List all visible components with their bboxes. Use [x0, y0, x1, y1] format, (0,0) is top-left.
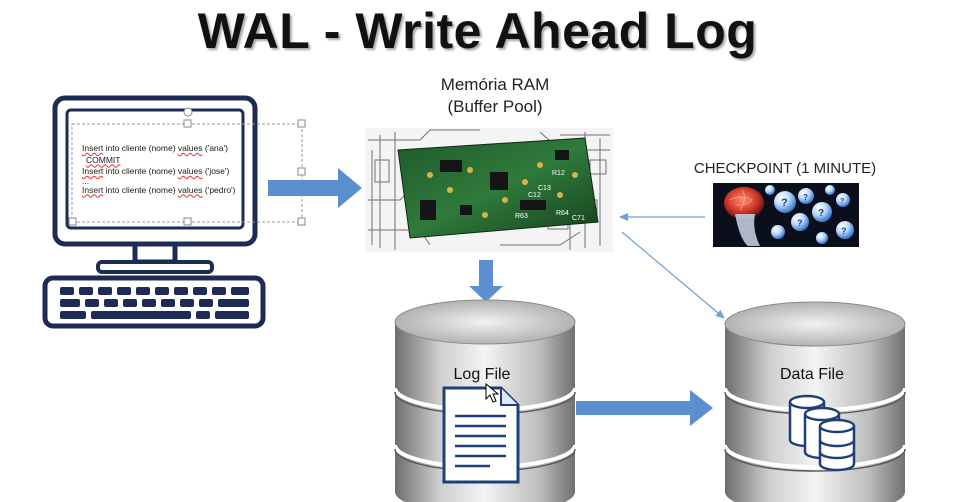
sql-value: ('pedro'): [202, 184, 236, 195]
svg-text:?: ?: [797, 218, 803, 228]
data-file-database: [723, 301, 907, 502]
sql-text: into cliente (nome): [103, 184, 178, 195]
computer-monitor: [52, 95, 306, 274]
svg-text:R63: R63: [515, 213, 528, 220]
sql-keyword: Insert: [82, 166, 104, 176]
svg-text:?: ?: [841, 226, 847, 236]
sql-line-5: Insert into cliente (nome) values ('pedr…: [82, 185, 236, 197]
svg-text:R64: R64: [556, 210, 569, 217]
svg-text:?: ?: [803, 193, 808, 202]
svg-text:C71: C71: [572, 215, 585, 222]
database-stack-icon: [788, 394, 856, 472]
sql-line-4: ...: [82, 175, 236, 186]
svg-text:?: ?: [818, 208, 824, 219]
sql-line-2: COMMIT: [82, 155, 236, 167]
sql-keyword: Insert: [82, 143, 104, 153]
arrow-log-to-data: [576, 390, 713, 426]
svg-text:?: ?: [781, 197, 788, 209]
arrow-ram-to-log: [469, 260, 503, 302]
svg-text:C12: C12: [528, 192, 541, 199]
arrow-computer-to-ram: [268, 168, 362, 208]
sql-statements: Insert into cliente (nome) values ('ana'…: [82, 143, 236, 196]
sql-line-3: Insert into cliente (nome) values ('jose…: [82, 166, 236, 178]
sql-keyword: values: [177, 184, 203, 195]
log-file-label: Log File: [453, 366, 511, 383]
sql-value: ('ana'): [202, 143, 228, 153]
sql-commit: COMMIT: [86, 154, 121, 165]
log-file-database: [393, 299, 577, 502]
memory-label-line2: (Buffer Pool): [447, 97, 543, 116]
memory-label-line1: Memória RAM: [440, 75, 550, 94]
svg-text:?: ?: [840, 198, 844, 205]
sql-value: ('jose'): [202, 166, 230, 176]
question-bubbles: [765, 185, 854, 244]
checkpoint-label: CHECKPOINT (1 MINUTE): [693, 160, 877, 177]
circuit-board-image: C13 R12 R63 R64 C71 C12: [365, 128, 613, 252]
sql-keyword: Insert: [82, 184, 104, 195]
sql-ellipsis: ...: [82, 175, 90, 186]
memory-label: Memória RAM (Buffer Pool): [400, 74, 590, 118]
keyboard: [42, 275, 266, 329]
arrow-ram-to-datafile: [621, 231, 725, 319]
sql-line-1: Insert into cliente (nome) values ('ana'…: [82, 143, 236, 155]
data-file-label: Data File: [779, 366, 845, 383]
svg-text:R12: R12: [552, 170, 565, 177]
mouse-cursor-icon: [485, 382, 500, 403]
svg-text:C13: C13: [538, 185, 551, 192]
checkpoint-image: ?? ?? ??: [713, 183, 859, 247]
sql-text: into cliente (nome): [103, 143, 178, 153]
sql-text: into cliente (nome): [103, 166, 178, 176]
document-icon: [442, 386, 520, 484]
diagram-title: WAL - Write Ahead Log: [197, 3, 758, 59]
sql-keyword: values: [177, 143, 203, 153]
sql-keyword: values: [177, 166, 203, 176]
